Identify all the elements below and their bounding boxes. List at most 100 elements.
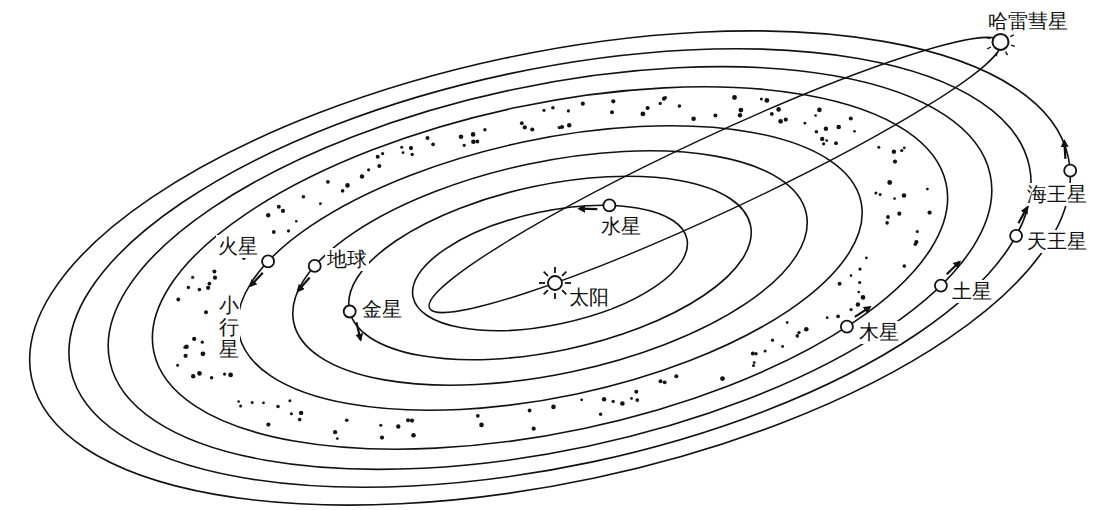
asteroid-dot [223, 373, 226, 376]
asteroid-dot [295, 220, 298, 223]
asteroid-dot [760, 98, 763, 101]
asteroid-dot [411, 153, 414, 156]
asteroid-dot [886, 215, 890, 219]
asteroid-dot [266, 423, 270, 427]
asteroid-dot [674, 374, 678, 378]
asteroid-dot [641, 112, 646, 117]
asteroid-dot [796, 334, 800, 338]
asteroid-dot [239, 405, 242, 408]
planet-dot [262, 255, 274, 267]
asteroid-dot [885, 221, 889, 225]
asteroid-dot [814, 114, 817, 117]
asteroid-dot [659, 379, 663, 383]
asteroid-dot [551, 405, 556, 410]
sun-ray [565, 282, 571, 284]
motion-arrow [356, 322, 360, 340]
asteroid-dot [192, 337, 196, 341]
asteroid-dot [459, 134, 464, 139]
asteroid-belt [176, 95, 932, 440]
asteroid-dot [479, 423, 484, 428]
sun-ray [562, 272, 566, 276]
asteroid-dot [251, 401, 254, 404]
asteroid-dot [825, 139, 828, 142]
asteroid-dot [567, 123, 571, 127]
planet-orbit [72, 0, 1028, 510]
body-label: 水星 [599, 215, 643, 238]
asteroid-dot [409, 146, 413, 150]
sun-ray [554, 293, 556, 299]
body-label: 天王星 [1025, 230, 1089, 253]
asteroid-dot [411, 433, 416, 438]
asteroid-dot [266, 213, 270, 217]
asteroid-dot [471, 139, 476, 144]
asteroid-dot [903, 264, 907, 268]
asteroid-dot [402, 151, 405, 154]
asteroid-dot [850, 274, 853, 277]
body-group [250, 28, 1076, 340]
asteroid-dot [210, 376, 213, 379]
asteroid-dot [620, 401, 625, 406]
asteroid-dot [865, 257, 868, 260]
asteroid-dot [662, 97, 666, 101]
asteroid-dot [426, 136, 430, 140]
asteroid-dot [893, 160, 897, 164]
asteroid-dot [201, 351, 206, 356]
asteroid-dot [406, 418, 410, 422]
asteroid-dot [198, 288, 202, 292]
asteroid-dot [770, 112, 774, 116]
asteroid-dot [237, 400, 240, 403]
body-label: 哈雷彗星 [986, 10, 1070, 33]
asteroid-dot [288, 399, 291, 402]
asteroid-dot [646, 106, 650, 110]
asteroid-dot [781, 345, 784, 348]
planet-orbit [120, 23, 981, 510]
asteroid-dot [874, 191, 877, 194]
motion-arrow [250, 273, 262, 286]
asteroid-dot [376, 155, 380, 159]
asteroid-dot [290, 412, 293, 415]
planet-dot [344, 306, 356, 318]
asteroid-dot [302, 195, 306, 199]
asteroid-dot [431, 142, 435, 146]
asteroid-dot [602, 397, 606, 401]
asteroid-dot [928, 211, 932, 215]
asteroid-dot [849, 117, 853, 121]
asteroid-dot [176, 364, 179, 367]
asteroid-dot [581, 102, 585, 106]
asteroid-dot [476, 140, 480, 144]
planet-dot [1010, 230, 1022, 242]
asteroid-dot [298, 418, 302, 422]
body-label: 土星 [950, 280, 994, 303]
asteroid-dot [381, 152, 384, 155]
comet-ray [987, 47, 991, 49]
planet-dot [935, 280, 947, 292]
motion-arrow [1064, 141, 1065, 159]
region-label: 小行星 [218, 292, 240, 362]
sun-ray [544, 272, 548, 276]
asteroid-dot [786, 321, 789, 324]
comet-ray [1011, 45, 1015, 46]
asteroid-dot [892, 150, 896, 154]
asteroid-dot [914, 240, 918, 244]
asteroid-dot [853, 130, 856, 133]
asteroid-dot [333, 430, 337, 434]
asteroid-dot [824, 127, 828, 131]
asteroid-dot [752, 364, 755, 367]
asteroid-dot [877, 146, 880, 149]
asteroid-dot [528, 409, 532, 413]
asteroid-dot [287, 229, 290, 232]
asteroid-dot [897, 212, 901, 216]
asteroid-dot [396, 424, 400, 428]
planet-orbit [401, 183, 698, 352]
asteroid-dot [630, 397, 633, 400]
sun-ray [544, 290, 548, 294]
asteroid-dot [754, 352, 757, 355]
asteroid-dot [678, 104, 682, 108]
body-label: 木星 [857, 321, 901, 344]
asteroid-dot [520, 121, 524, 125]
asteroid-dot [360, 174, 364, 178]
asteroid-dot [611, 99, 615, 103]
